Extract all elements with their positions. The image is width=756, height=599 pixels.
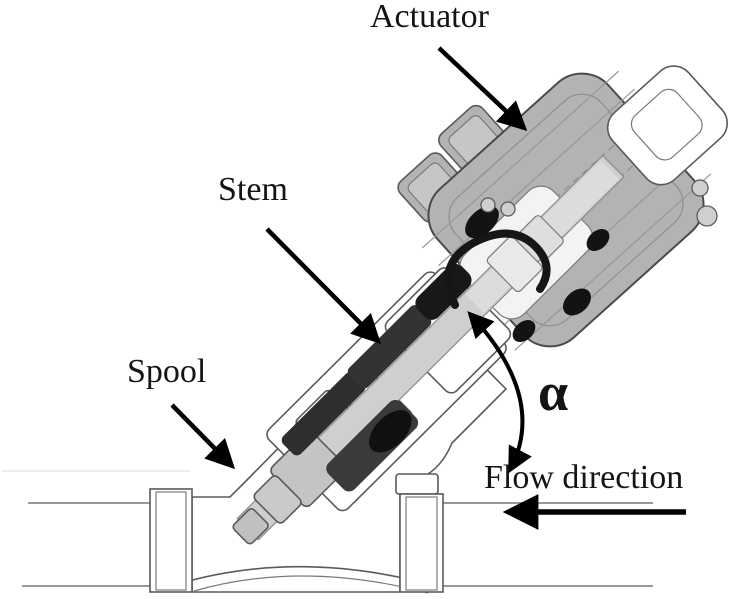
- alpha-angle-label: α: [538, 362, 569, 422]
- piston-block: [486, 236, 543, 293]
- stem-packing: [281, 372, 366, 456]
- stem-seal: [415, 263, 472, 320]
- left-pipe-flange: [149, 488, 193, 593]
- stem-label: Stem: [218, 171, 288, 208]
- right-pipe-flange: [399, 493, 444, 593]
- actuator-arrow: [437, 46, 528, 132]
- bolt-circles: [480, 179, 718, 227]
- spool-arrow: [170, 403, 236, 470]
- flow-direction-label: Flow direction: [484, 459, 684, 496]
- actuator-label: Actuator: [370, 0, 489, 35]
- stem-packing: [347, 305, 432, 389]
- actuator-seal-bracket: [444, 229, 551, 309]
- actuator-end-cap-inner: [630, 88, 703, 161]
- bonnet-stem-assembly: [232, 154, 625, 545]
- stem-arrow: [265, 227, 382, 345]
- packing-seal-black: [369, 410, 412, 453]
- spool-poppet: [232, 508, 269, 545]
- body-outlet-lip: [395, 473, 439, 495]
- spool-tip: [253, 475, 302, 524]
- spool-label: Spool: [127, 353, 207, 390]
- alpha-angle-arc-arrow: [467, 311, 532, 474]
- valve-seat-arc-inner: [193, 575, 429, 594]
